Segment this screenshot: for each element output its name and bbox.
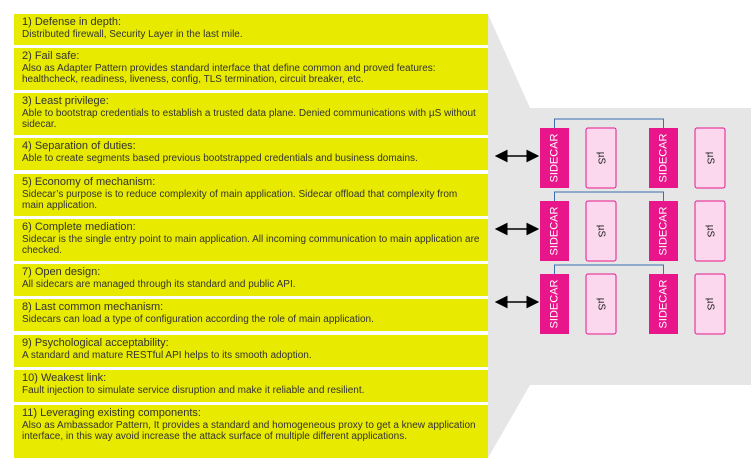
- principle-title: 10) Weakest link:: [22, 372, 107, 384]
- microservice-box: [694, 273, 726, 335]
- principle-6: 6) Complete mediation: Sidecar is the si…: [14, 219, 488, 261]
- microservice-box: [585, 273, 617, 335]
- principle-2: 2) Fail safe: Also as Adapter Pattern pr…: [14, 48, 488, 90]
- sidecar-label: SIDECAR: [657, 133, 669, 182]
- principle-8: 8) Last common mechanism: Sidecars can l…: [14, 299, 488, 331]
- microservice-label: µS: [595, 298, 606, 311]
- microservice-label: µS: [595, 225, 606, 238]
- microservice-box: [585, 200, 617, 262]
- principle-title: 7) Open design:: [22, 266, 101, 278]
- microservice-box: [694, 127, 726, 189]
- principle-title: 9) Psychological acceptability:: [22, 337, 169, 349]
- principle-10: 10) Weakest link: Fault injection to sim…: [14, 370, 488, 402]
- principle-description: Also as Adapter Pattern provides standar…: [22, 62, 436, 86]
- sidecar-box: [649, 274, 678, 334]
- principle-4: 4) Separation of duties: Able to create …: [14, 138, 488, 170]
- microservice-box: [585, 127, 617, 189]
- principle-title: 1) Defense in depth:: [22, 16, 122, 28]
- principle-title: 8) Last common mechanism:: [22, 301, 164, 313]
- microservice-box: [694, 200, 726, 262]
- microservice-label: µS: [595, 152, 606, 165]
- microservice-label: µS: [704, 152, 715, 165]
- principle-title: 5) Economy of mechanism:: [22, 176, 156, 188]
- principle-description: Able to bootstrap credentials to establi…: [22, 107, 476, 131]
- principle-description: Sidecars can load a type of configuratio…: [22, 313, 374, 325]
- sidecar-link-line: [554, 264, 664, 274]
- principle-description: Also as Ambassador Pattern, It provides …: [22, 419, 476, 443]
- callout-shape: [488, 14, 751, 458]
- sidecar-label: SIDECAR: [657, 279, 669, 328]
- principle-title: 2) Fail safe:: [22, 50, 80, 62]
- principle-description: Sidecar is the single entry point to mai…: [22, 233, 480, 257]
- sidecar-link-line: [554, 118, 664, 128]
- principle-7: 7) Open design: All sidecars are managed…: [14, 264, 488, 296]
- principle-9: 9) Psychological acceptability: A standa…: [14, 335, 488, 367]
- principle-title: 11) Leveraging existing components:: [22, 407, 201, 419]
- sidecar-label: SIDECAR: [548, 133, 560, 182]
- principle-description: A standard and mature RESTful API helps …: [22, 349, 312, 361]
- microservice-label: µS: [704, 225, 715, 238]
- microservice-label: µS: [704, 298, 715, 311]
- sidecar-label: SIDECAR: [548, 279, 560, 328]
- principle-description: Able to create segments based previous b…: [22, 152, 418, 164]
- sidecar-link-line: [554, 191, 664, 201]
- principle-description: Sidecar’s purpose is to reduce complexit…: [22, 188, 458, 212]
- principle-title: 3) Least privilege:: [22, 95, 109, 107]
- principle-1: 1) Defense in depth: Distributed firewal…: [14, 14, 488, 45]
- principle-5: 5) Economy of mechanism: Sidecar’s purpo…: [14, 174, 488, 216]
- principle-title: 4) Separation of duties:: [22, 140, 136, 152]
- sidecar-box: [649, 201, 678, 261]
- principle-description: Fault injection to simulate service disr…: [22, 384, 365, 396]
- principle-3: 3) Least privilege: Able to bootstrap cr…: [14, 93, 488, 135]
- principle-description: Distributed firewall, Security Layer in …: [22, 28, 243, 40]
- sidecar-label: SIDECAR: [657, 206, 669, 255]
- sidecar-box: [540, 128, 569, 188]
- sidecar-box: [540, 201, 569, 261]
- sidecar-box: [649, 128, 678, 188]
- principle-11: 11) Leveraging existing components: Also…: [14, 405, 488, 458]
- principle-title: 6) Complete mediation:: [22, 221, 136, 233]
- sidecar-label: SIDECAR: [548, 206, 560, 255]
- principle-description: All sidecars are managed through its sta…: [22, 278, 296, 290]
- sidecar-box: [540, 274, 569, 334]
